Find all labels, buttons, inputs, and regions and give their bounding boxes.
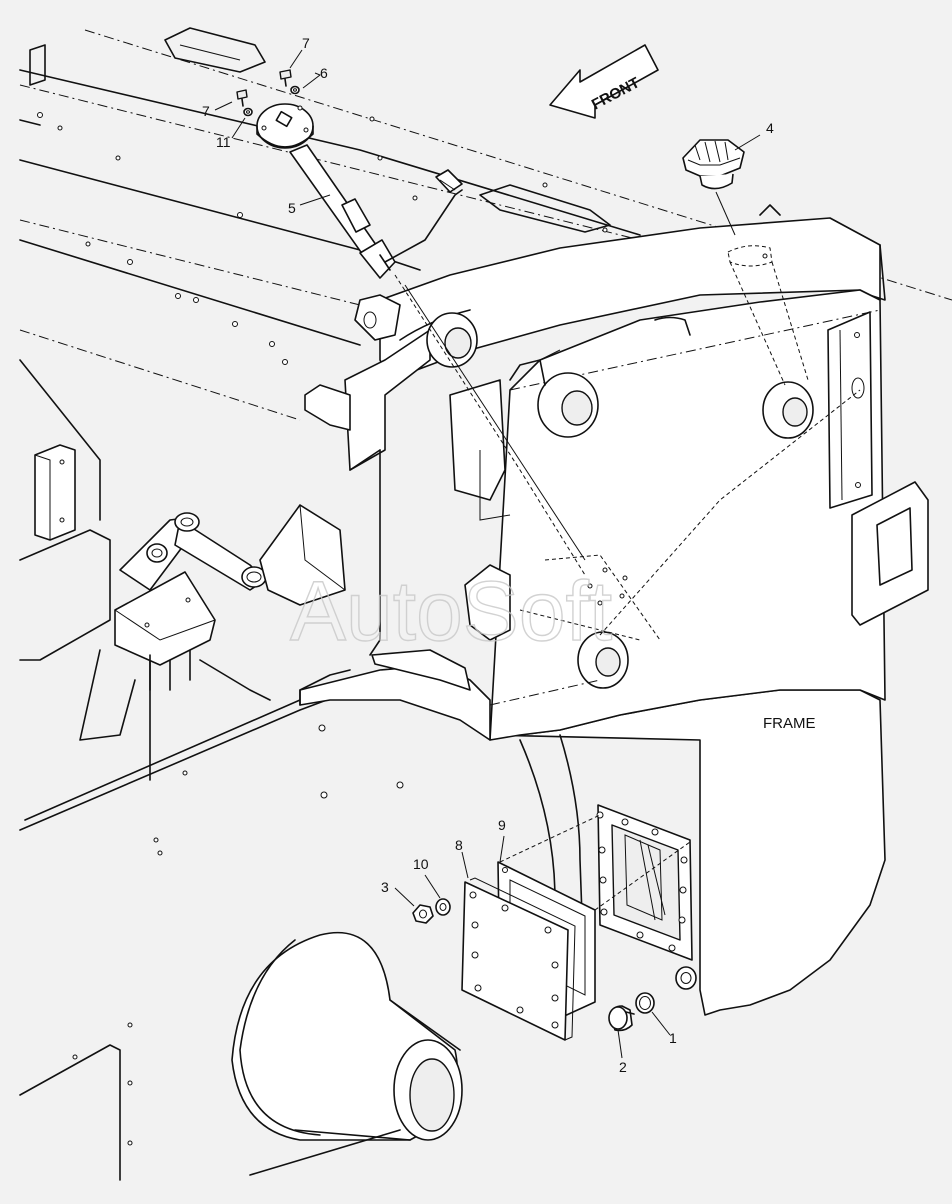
sender-tube — [289, 144, 463, 279]
callout-5: 5 — [288, 200, 296, 216]
watermark-text: AutoSoft — [290, 564, 612, 658]
callout-11: 11 — [216, 134, 231, 150]
frame-bosses — [426, 312, 814, 689]
plug-2 — [608, 1005, 635, 1032]
cover-plate-8 — [461, 877, 576, 1041]
boss-center-top — [537, 372, 599, 438]
callout-8: 8 — [455, 837, 463, 853]
screw-7-left — [236, 89, 248, 107]
callout-4: 3 — [381, 879, 389, 895]
callout-9: 9 — [498, 817, 506, 833]
boss-right-top — [762, 381, 814, 439]
fuel-sender-assembly — [236, 69, 586, 576]
drain-port — [675, 966, 697, 990]
callout-1: 1 — [669, 1030, 677, 1046]
screw-7-right — [279, 69, 292, 87]
boss-mid-left — [464, 316, 691, 641]
callout-2: 2 — [619, 1059, 627, 1075]
frame-label: FRAME — [763, 715, 816, 732]
callout-6: 6 — [320, 65, 328, 81]
callout-3: 4 — [766, 120, 774, 136]
washer-6 — [290, 85, 300, 95]
boss-left-top — [426, 312, 478, 368]
left-frame-structure — [19, 359, 404, 856]
o-ring-1 — [635, 992, 655, 1014]
callout-leaders — [214, 49, 761, 1059]
washer-10 — [435, 898, 451, 916]
inspection-opening — [596, 804, 697, 990]
callout-numbers: 4 5 6 7 7 11 3 10 8 9 2 1 — [202, 35, 774, 1075]
nut-4 — [412, 904, 434, 924]
hidden-lines — [489, 389, 861, 706]
callout-7-left: 7 — [202, 103, 210, 119]
callout-7-top: 7 — [302, 35, 310, 51]
pivot-shaft — [119, 504, 346, 606]
front-direction-arrow: FRONT — [549, 44, 659, 119]
upper-frame-rails — [19, 27, 952, 421]
washer-11 — [243, 107, 253, 117]
sender-flange — [256, 103, 314, 149]
studs — [596, 811, 688, 952]
side-plates — [304, 311, 929, 626]
fuel-cap-assembly — [682, 139, 809, 386]
callout-10: 10 — [413, 856, 429, 872]
lower-pivot-housing — [19, 931, 463, 1181]
boss-center-lower — [577, 631, 629, 689]
